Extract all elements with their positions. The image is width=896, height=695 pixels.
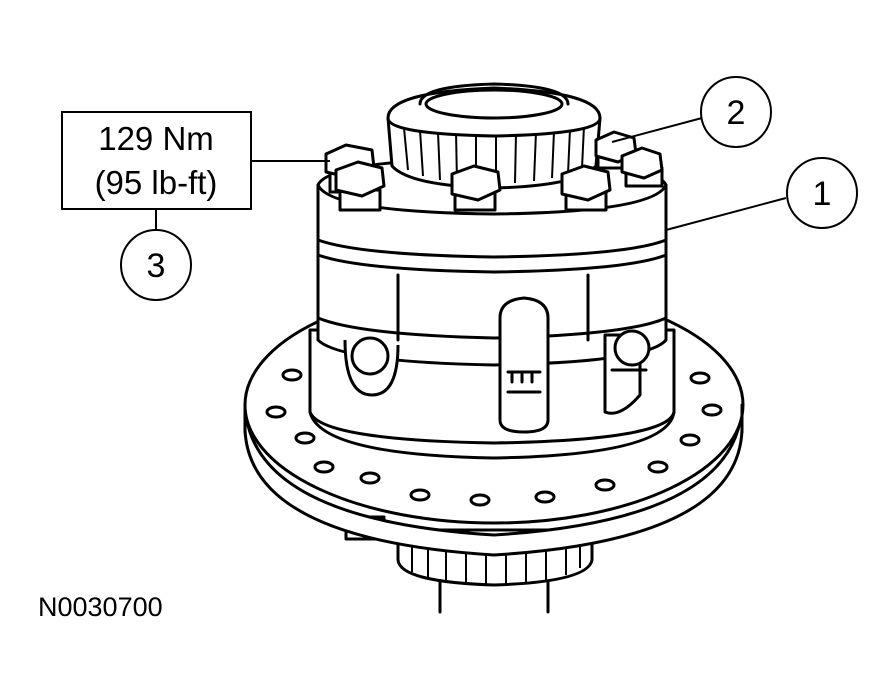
bolt (560, 164, 612, 212)
callout-1-label: 1 (813, 175, 832, 213)
callout-3: 3 (120, 229, 192, 301)
leader-lines (155, 117, 787, 231)
bolt (334, 160, 386, 212)
torque-spec-box: 129 Nm (95 lb-ft) (61, 111, 252, 210)
flange-bolt-holes (265, 368, 723, 507)
torque-spec-lbft: (95 lb-ft) (95, 164, 218, 201)
callout-2-label: 2 (727, 94, 746, 132)
callout-3-label: 3 (147, 247, 166, 285)
torque-spec-nm: 129 Nm (98, 120, 214, 157)
top-bearing (386, 82, 602, 190)
figure-id: N0030700 (38, 592, 163, 622)
callout-1: 1 (786, 157, 858, 229)
bolt (620, 146, 664, 188)
callout-2: 2 (700, 76, 772, 148)
cover-bolts (324, 130, 664, 212)
bolt (450, 164, 502, 212)
